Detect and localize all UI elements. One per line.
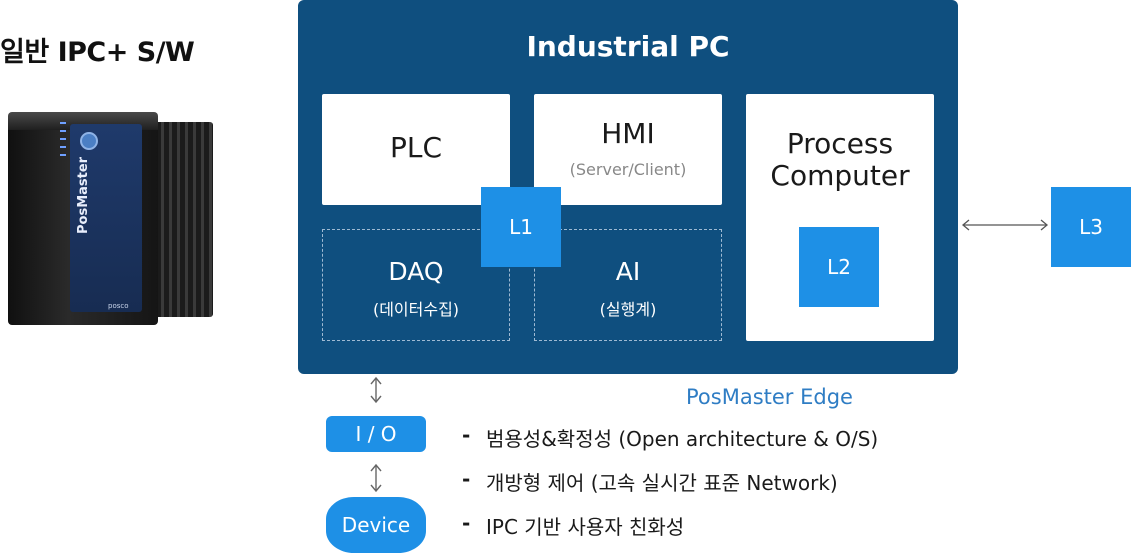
- level-l3-badge: L3: [1051, 187, 1131, 267]
- hardware-brand-text: PosMaster: [76, 156, 91, 234]
- ai-label: AI: [615, 257, 641, 286]
- io-device-arrow: [370, 463, 382, 493]
- heatsink-fins: [148, 122, 213, 317]
- bullet-dash-icon: -: [462, 511, 471, 535]
- ai-box: AI (실행계): [534, 229, 722, 341]
- page-title: 일반 IPC+ S/W: [0, 37, 195, 68]
- bullet-dash-icon: -: [462, 467, 471, 491]
- ipc-io-arrow: [370, 376, 382, 404]
- feature-text: IPC 기반 사용자 친화성: [486, 515, 685, 539]
- hmi-label: HMI: [601, 117, 655, 150]
- plc-label: PLC: [389, 131, 443, 164]
- feature-item: -IPC 기반 사용자 친화성: [462, 511, 878, 553]
- feature-list: -범용성&확정성 (Open architecture & O/S) -개방형 …: [462, 423, 878, 553]
- hmi-box: HMI (Server/Client): [534, 94, 722, 205]
- feature-item: -범용성&확정성 (Open architecture & O/S): [462, 423, 878, 467]
- brand-badge-icon: [80, 132, 98, 150]
- daq-sublabel: (데이터수집): [372, 300, 460, 319]
- industrial-pc-block: Industrial PC PLC HMI (Server/Client) Pr…: [298, 0, 958, 374]
- feature-item: -개방형 제어 (고속 실시간 표준 Network): [462, 467, 878, 511]
- l3-connector-arrow: [961, 219, 1049, 231]
- process-computer-line2: Computer: [770, 159, 910, 192]
- level-l2-badge: L2: [799, 227, 879, 307]
- industrial-pc-title: Industrial PC: [526, 30, 730, 63]
- device-node: Device: [326, 497, 426, 553]
- status-leds: [60, 122, 66, 162]
- feature-text: 범용성&확정성 (Open architecture & O/S): [486, 427, 879, 451]
- posmaster-edge-label: PosMaster Edge: [686, 385, 853, 409]
- hardware-logo-text: posco: [108, 302, 129, 310]
- io-node: I / O: [326, 416, 426, 452]
- front-panel: PosMaster posco: [70, 124, 142, 312]
- feature-text: 개방형 제어 (고속 실시간 표준 Network): [486, 471, 838, 495]
- daq-box: DAQ (데이터수집): [322, 229, 510, 341]
- hmi-sublabel: (Server/Client): [569, 160, 687, 179]
- ipc-hardware-image: PosMaster posco: [8, 112, 213, 327]
- daq-label: DAQ: [388, 257, 444, 286]
- ai-sublabel: (실행계): [599, 300, 657, 319]
- plc-box: PLC: [322, 94, 510, 205]
- level-l1-badge: L1: [481, 187, 561, 267]
- bullet-dash-icon: -: [462, 423, 471, 447]
- process-computer-line1: Process: [786, 127, 894, 160]
